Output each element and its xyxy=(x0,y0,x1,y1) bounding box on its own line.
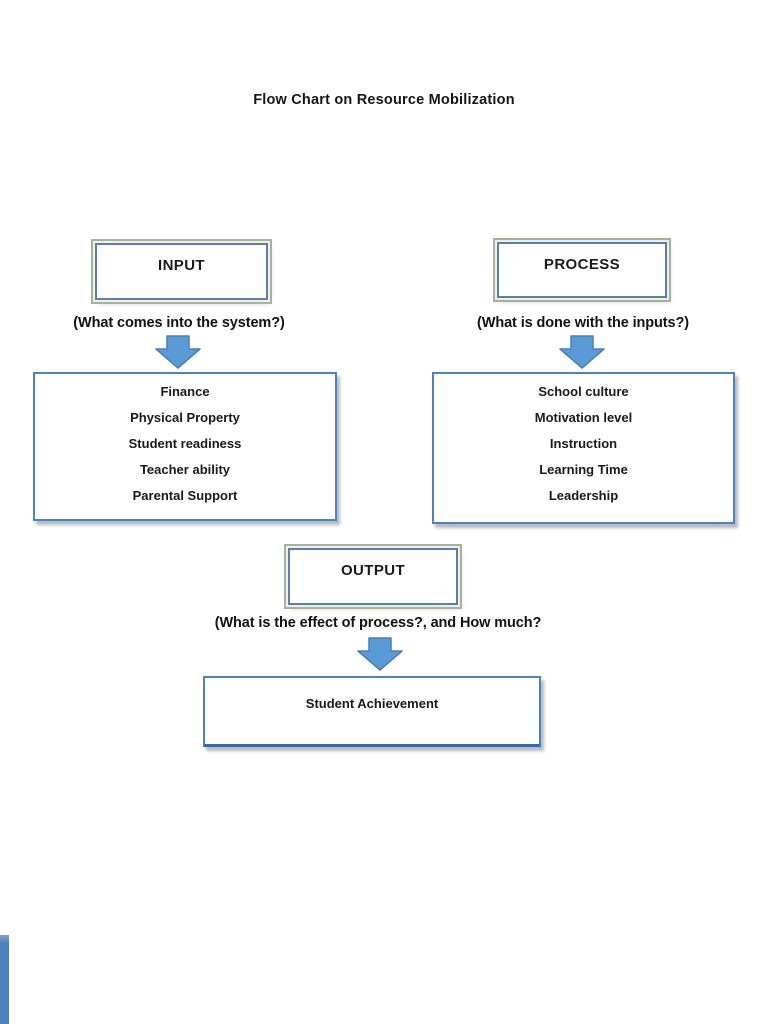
list-item: Teacher ability xyxy=(139,462,231,477)
output-result: Student Achievement xyxy=(305,696,439,711)
process-label-box: PROCESS xyxy=(497,242,667,298)
down-arrow-icon xyxy=(155,335,201,369)
input-list-box: Finance Physical Property Student readin… xyxy=(33,372,337,521)
list-item: Parental Support xyxy=(132,488,238,503)
process-label: PROCESS xyxy=(543,256,621,273)
down-arrow-icon xyxy=(357,637,403,671)
list-item: Learning Time xyxy=(539,462,628,477)
input-label-box: INPUT xyxy=(95,243,268,300)
list-item: Motivation level xyxy=(534,410,633,425)
input-caption: (What comes into the system?) xyxy=(73,315,285,331)
process-caption: (What is done with the inputs?) xyxy=(477,315,689,331)
output-label: OUTPUT xyxy=(340,562,406,579)
output-caption: (What is the effect of process?, and How… xyxy=(214,615,542,631)
page-edge-strip xyxy=(0,935,9,1024)
process-list-box: School culture Motivation level Instruct… xyxy=(432,372,735,524)
list-item: School culture xyxy=(538,384,629,399)
list-item: Student readiness xyxy=(128,436,242,451)
output-result-box: Student Achievement xyxy=(203,676,541,747)
down-arrow-icon xyxy=(559,335,605,369)
list-item: Finance xyxy=(160,384,210,399)
list-item: Leadership xyxy=(548,488,619,503)
output-label-box: OUTPUT xyxy=(288,548,458,605)
list-item: Physical Property xyxy=(130,410,240,425)
list-item: Instruction xyxy=(549,436,618,451)
input-label: INPUT xyxy=(158,257,205,274)
page-title: Flow Chart on Resource Mobilization xyxy=(253,92,515,108)
